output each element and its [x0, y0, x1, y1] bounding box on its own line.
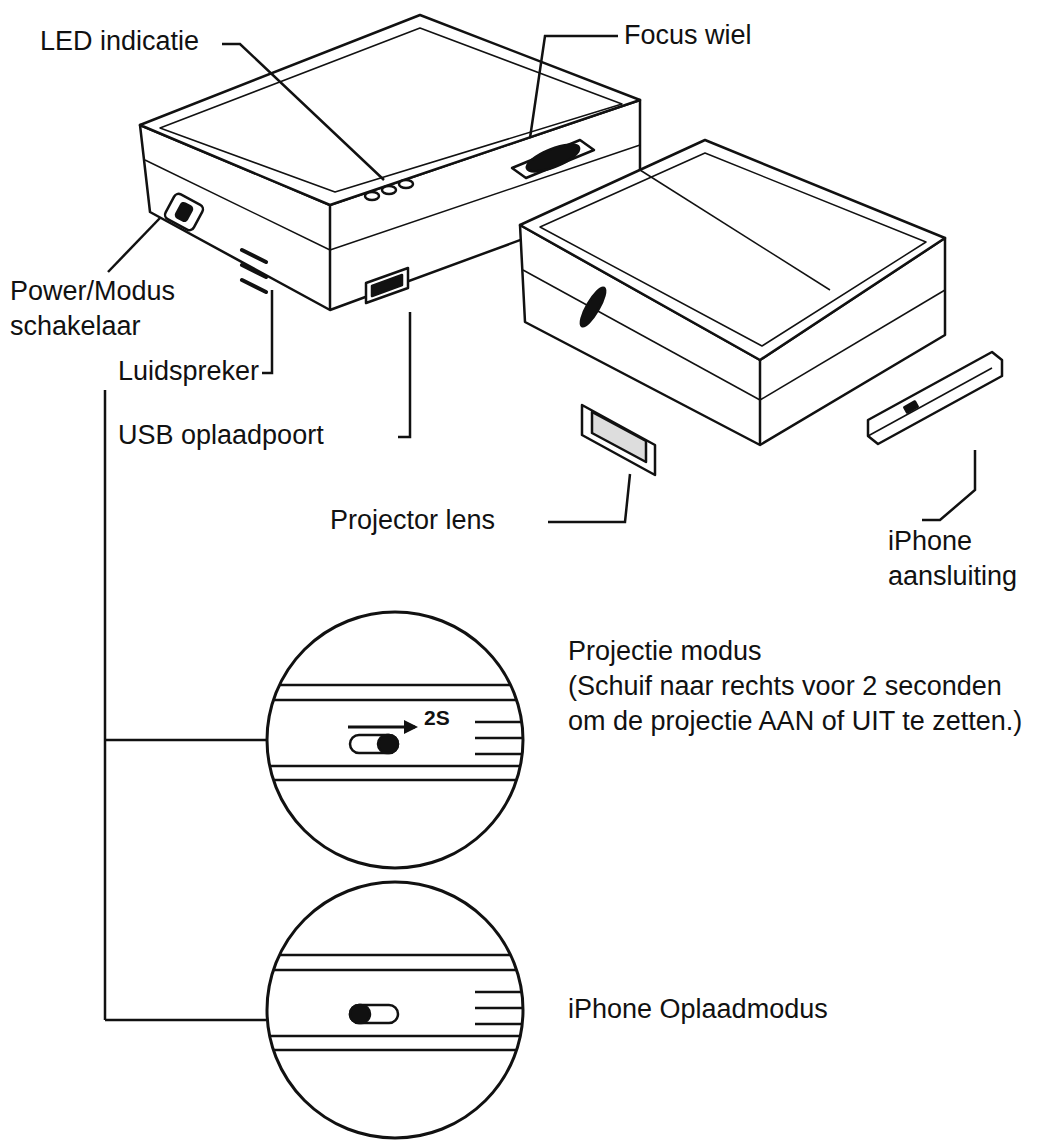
projector-device	[520, 140, 1002, 475]
part-label: USB oplaadpoort	[118, 418, 324, 453]
part-label: Projector lens	[330, 503, 495, 538]
mode-title: Projectie modus	[568, 634, 762, 669]
part-label: iPhone aansluiting	[888, 524, 1046, 594]
switch-marking: 2S	[424, 704, 450, 731]
part-label: LED indicatie	[40, 24, 199, 59]
switch-inset	[260, 882, 530, 1138]
mode-title: iPhone Oplaadmodus	[568, 992, 828, 1027]
part-label: Power/Modus schakelaar	[10, 274, 210, 344]
switch-inset	[260, 612, 530, 868]
part-label: Focus wiel	[624, 18, 752, 53]
leader-lines	[105, 36, 975, 1020]
mode-note: (Schuif naar rechts voor 2 seconden om d…	[568, 669, 1028, 739]
part-label: Luidspreker	[118, 354, 259, 389]
